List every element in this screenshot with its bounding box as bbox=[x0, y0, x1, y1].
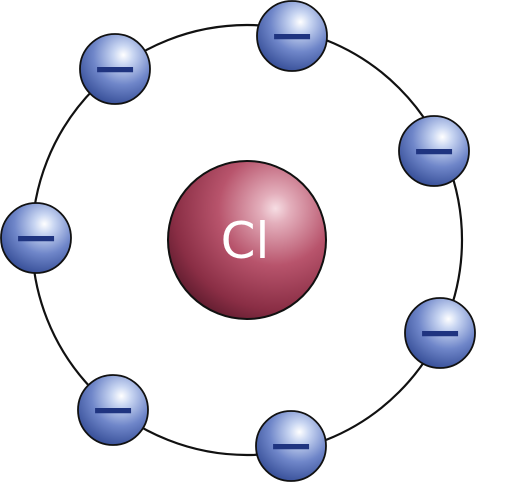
electron-charge-label: − bbox=[267, 419, 315, 472]
nucleus-sphere bbox=[167, 160, 327, 320]
electron: − bbox=[404, 297, 476, 369]
electron: − bbox=[77, 374, 149, 446]
electron: − bbox=[398, 115, 470, 187]
electron-charge-label: − bbox=[416, 306, 464, 359]
electron: − bbox=[256, 0, 328, 72]
electron-charge-label: − bbox=[12, 211, 60, 264]
electron-charge-label: − bbox=[410, 124, 458, 177]
electron-charge-label: − bbox=[268, 9, 316, 62]
electron-charge-label: − bbox=[89, 383, 137, 436]
nucleus: Cl bbox=[167, 160, 327, 320]
electron-charge-label: − bbox=[91, 42, 139, 95]
nucleus-symbol: Cl bbox=[221, 212, 270, 270]
electron: − bbox=[255, 410, 327, 482]
electron: − bbox=[0, 202, 72, 274]
electron: − bbox=[79, 33, 151, 105]
